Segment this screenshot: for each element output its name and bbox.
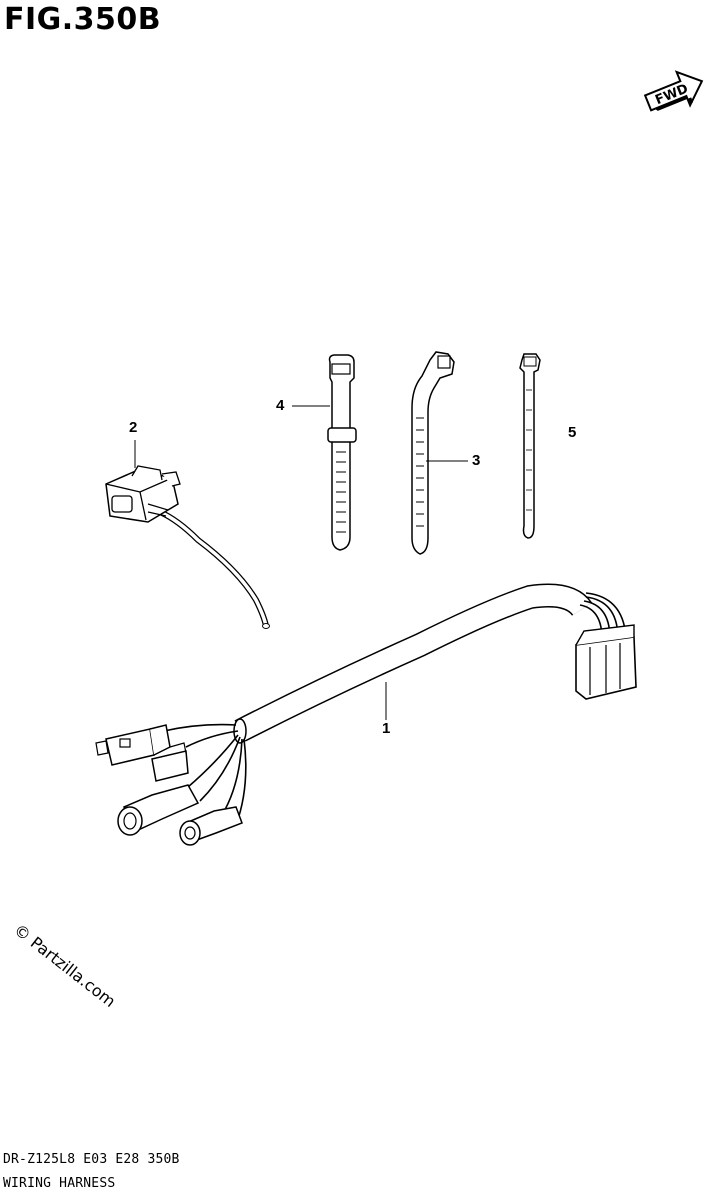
part-1-wiring-harness [95,583,637,846]
leader-line-2 [134,440,136,468]
leader-line-4 [292,405,330,407]
callout-4: 4 [276,397,285,414]
callout-3: 3 [472,452,481,469]
footer-caption: WIRING HARNESS [3,1176,116,1191]
leader-line-3 [426,460,468,462]
part-3-clamp [411,351,455,555]
fwd-arrow-icon: FWD [643,70,704,112]
callout-5: 5 [568,424,577,441]
part-5-cable-tie [519,353,541,539]
part-2-switch [105,465,270,629]
footer-model-code: DR-Z125L8 E03 E28 350B [3,1152,180,1167]
callout-2: 2 [129,419,138,436]
leader-line-1 [385,682,387,720]
callout-1: 1 [382,720,391,737]
part-4-clamp [327,354,357,551]
figure-title: FIG.350B [4,2,162,37]
watermark: © Partzilla.com [10,920,120,1011]
